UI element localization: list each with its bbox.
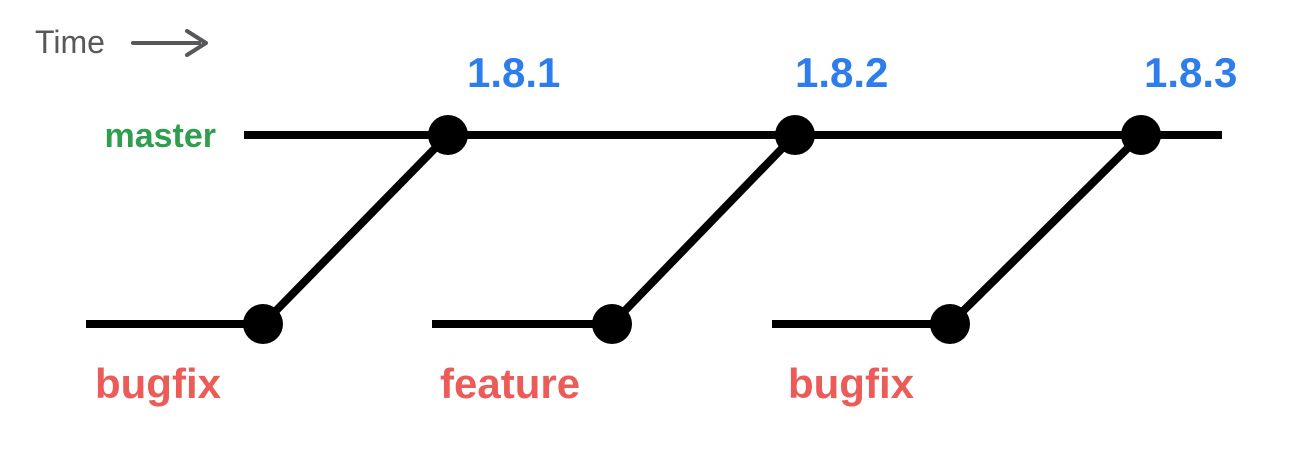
commit-dot-release-1-8-3 <box>1121 115 1161 155</box>
branch-label-bugfix-2: bugfix <box>788 360 915 407</box>
commit-dot-bugfix-2 <box>930 304 970 344</box>
branch-bugfix-2: bugfix <box>772 304 970 407</box>
release-label-1-8-2: 1.8.2 <box>795 49 888 96</box>
commit-dot-feature <box>592 304 632 344</box>
branch-label-bugfix-1: bugfix <box>95 360 222 407</box>
merge-lines <box>260 132 1144 327</box>
merge-line-bugfix-1 <box>260 132 451 327</box>
release-label-1-8-1: 1.8.1 <box>467 49 560 96</box>
master-branch: master <box>104 117 1222 155</box>
branch-feature: feature <box>432 304 632 407</box>
release-label-1-8-3: 1.8.3 <box>1144 49 1237 96</box>
commit-dot-bugfix-1 <box>243 304 283 344</box>
branch-label-feature: feature <box>440 360 580 407</box>
commit-dot-release-1-8-1 <box>428 115 468 155</box>
merge-line-bugfix-2 <box>947 132 1144 327</box>
time-arrow-icon <box>131 29 208 57</box>
master-branch-label: master <box>104 117 216 155</box>
commit-dot-release-1-8-2 <box>775 115 815 155</box>
release-1-8-2: 1.8.2 <box>775 49 888 155</box>
time-axis-legend: Time <box>35 24 208 60</box>
branch-bugfix-1: bugfix <box>86 304 283 407</box>
merge-line-feature <box>609 132 798 327</box>
time-label: Time <box>35 24 105 60</box>
release-1-8-3: 1.8.3 <box>1121 49 1237 155</box>
release-1-8-1: 1.8.1 <box>428 49 560 155</box>
